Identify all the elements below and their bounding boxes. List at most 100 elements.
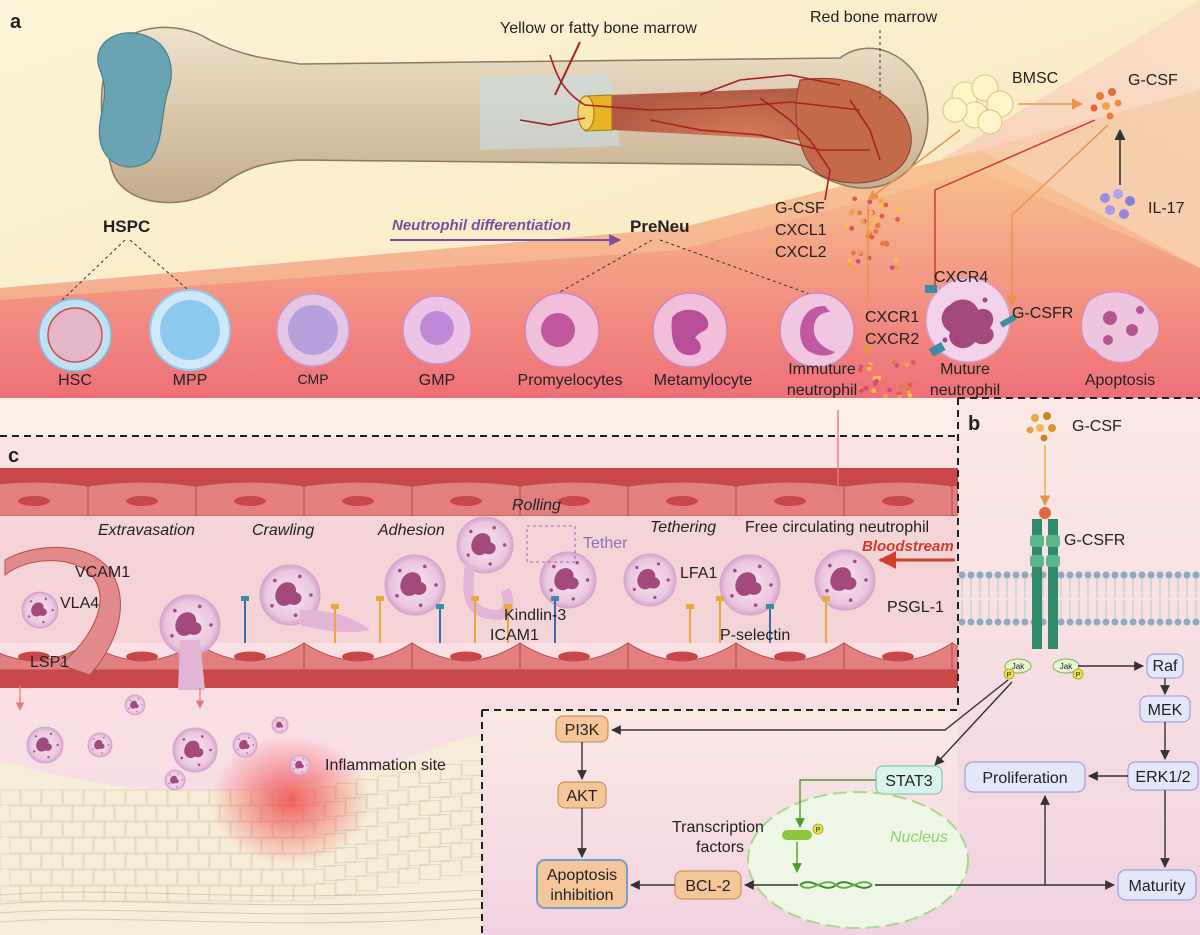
tissue-cell [125, 789, 147, 806]
chemokine-dot [852, 196, 858, 202]
tissue-neutrophil [26, 726, 64, 764]
tissue-cell [146, 853, 168, 870]
tissue-cell [41, 853, 63, 870]
chemokine-dot [858, 364, 864, 370]
neutrophil-free [814, 549, 876, 611]
cell-label-gmp: GMP [419, 372, 455, 389]
chemokine-dot [872, 217, 878, 223]
tf-label-1: Transcription [672, 819, 764, 836]
neutrophil-rolling-up [456, 516, 514, 574]
neutrophil-adhesion [384, 554, 446, 616]
tissue-cell [156, 805, 178, 822]
lipid-head [976, 571, 984, 579]
endothelial-nucleus [882, 651, 914, 662]
tissue-cell [429, 814, 451, 830]
il17-label: IL-17 [1148, 200, 1185, 217]
node-maturity: Maturity [1117, 869, 1197, 901]
lsp1-label: LSP1 [30, 654, 69, 671]
tissue-cell [240, 869, 262, 886]
endothelial-nucleus [18, 496, 50, 506]
tissue-cell [41, 789, 63, 806]
tissue-cell [230, 853, 252, 870]
svg-text:ERK1/2: ERK1/2 [1135, 769, 1190, 786]
endothelial-nucleus [234, 651, 266, 662]
lipid-head [1075, 618, 1083, 626]
tissue-cell [356, 875, 378, 892]
chemokine-dot [883, 202, 889, 208]
pselectin-label: P-selectin [720, 627, 790, 644]
lipid-head [1084, 618, 1092, 626]
panel-label-a: a [10, 11, 22, 33]
cell-mature-neutrophil [925, 277, 1011, 363]
chemokine-dot [894, 265, 900, 271]
bloodstream-label: Bloodstream [862, 538, 954, 555]
cell-label-mature-2: neutrophil [930, 382, 1000, 399]
tissue-cell [261, 869, 283, 886]
tissue-cell [167, 853, 189, 870]
vla4-label: VLA4 [60, 595, 99, 612]
kindlin3-label: Kindlin-3 [504, 607, 566, 624]
cxcr4-label: CXCR4 [934, 269, 988, 286]
yellow-marrow-label: Yellow or fatty bone marrow [500, 20, 697, 37]
lipid-head [1156, 571, 1164, 579]
svg-text:Raf: Raf [1153, 658, 1178, 675]
lipid-head [1129, 571, 1137, 579]
lipid-head [1192, 618, 1200, 626]
lipid-head [1156, 618, 1164, 626]
endothelial-nucleus [18, 651, 50, 662]
chemokine-dot [871, 388, 876, 393]
node-pi3k: PI3K [555, 715, 609, 743]
tissue-cell [188, 789, 210, 806]
tissue-cell [0, 853, 21, 870]
tissue-cell [251, 885, 273, 902]
cell-label-metamylocyte: Metamylocyte [654, 372, 753, 389]
step-tethering: Tethering [650, 519, 716, 536]
tissue-cell [450, 778, 472, 795]
free-neutrophil-label: Free circulating neutrophil [745, 519, 929, 536]
tissue-cell [51, 869, 73, 886]
svg-text:inhibition: inhibition [550, 887, 613, 904]
svg-text:Apoptosis: Apoptosis [547, 867, 617, 884]
cell-label-promyelocytes: Promyelocytes [518, 372, 623, 389]
lipid-head [1093, 571, 1101, 579]
adhesion-molecule-head [504, 604, 512, 609]
tf-label-2: factors [696, 839, 744, 856]
tissue-cell [387, 789, 409, 806]
tissue-cell [30, 837, 52, 854]
lipid-head [1174, 571, 1182, 579]
node-bcl2: BCL-2 [674, 870, 742, 900]
neutrophil-extravasating [21, 591, 59, 629]
lipid-head [1147, 618, 1155, 626]
tissue-cell [408, 817, 430, 834]
chemokine-dot [879, 213, 885, 219]
lipid-head [1057, 571, 1065, 579]
step-adhesion: Adhesion [377, 522, 445, 539]
gcsf-cluster-top [1090, 88, 1122, 120]
node-raf: Raf [1146, 653, 1184, 679]
lipid-head [1129, 618, 1137, 626]
step-rolling: Rolling [512, 497, 561, 514]
tissue-cell [20, 853, 42, 870]
chemokine-dot [857, 250, 863, 255]
tissue-cell [419, 864, 441, 880]
chemokine-cxcl2: CXCL2 [775, 244, 827, 261]
nucleus-label: Nucleus [890, 829, 948, 846]
cell-mpp [149, 289, 231, 371]
endothelial-nucleus [126, 496, 158, 506]
tissue-neutrophil [232, 732, 258, 758]
tissue-cell [293, 885, 315, 902]
chemokine-dot [847, 262, 852, 267]
lipid-head [1021, 618, 1029, 626]
tissue-cell [387, 821, 409, 838]
chemokine-dot [911, 360, 916, 365]
tissue-cell [62, 789, 84, 806]
adhesion-molecule-head [331, 604, 339, 609]
cell-immature-neutrophil [779, 292, 855, 368]
tissue-cell [209, 853, 231, 870]
neutrophil-pseudopod [178, 640, 205, 690]
tether-label: Tether [583, 535, 628, 552]
adhesion-molecule-head [471, 596, 479, 601]
red-marrow-label: Red bone marrow [810, 9, 938, 26]
cell-metamyelocyte [652, 292, 728, 368]
cell-label-hsc: HSC [58, 372, 92, 389]
